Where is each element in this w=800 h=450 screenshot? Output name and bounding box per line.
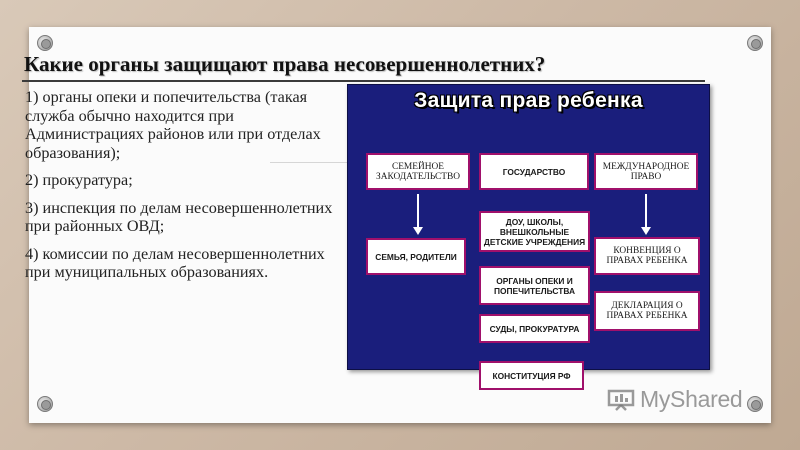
box-family-law: СЕМЕЙНОЕ ЗАКОДАТЕЛЬСТВО [366, 153, 470, 190]
screw-icon [37, 35, 53, 51]
box-convention: КОНВЕНЦИЯ О ПРАВАХ РЕБЕНКА [594, 237, 700, 275]
list-item: 2) прокуратура; [25, 171, 133, 189]
screw-icon [37, 396, 53, 412]
screw-icon [747, 35, 763, 51]
watermark-logo: MyShared [607, 386, 743, 413]
diagram-title: Защита прав ребенка [414, 89, 643, 112]
watermark-text: MyShared [640, 386, 743, 412]
list-item: 1) органы опеки и попечительства (такая … [25, 88, 321, 162]
box-guardianship: ОРГАНЫ ОПЕКИ И ПОПЕЧИТЕЛЬСТВА [479, 266, 590, 305]
box-declaration: ДЕКЛАРАЦИЯ О ПРАВАХ РЕБЕНКА [594, 291, 700, 331]
box-courts: СУДЫ, ПРОКУРАТУРА [479, 314, 590, 343]
box-family-parents: СЕМЬЯ, РОДИТЕЛИ [366, 238, 466, 275]
box-schools: ДОУ, ШКОЛЫ, ВНЕШКОЛЬНЫЕ ДЕТСКИЕ УЧРЕЖДЕН… [479, 211, 590, 252]
box-state: ГОСУДАРСТВО [479, 153, 589, 190]
presentation-board-icon [607, 389, 635, 411]
arrow-down-icon [641, 194, 651, 235]
slide-title: Какие органы защищают права несовершенно… [24, 52, 546, 76]
faint-divider [270, 162, 355, 163]
organs-list: 1) органы опеки и попечительства (такая … [25, 88, 345, 291]
arrow-down-icon [413, 194, 423, 235]
box-international-law: МЕЖДУНАРОДНОЕ ПРАВО [594, 153, 698, 190]
list-item: 4) комиссии по делам несовершеннолетних … [25, 244, 325, 282]
diagram-panel: Защита прав ребенка СЕМЕЙНОЕ ЗАКОДАТЕЛЬС… [347, 84, 710, 390]
box-constitution: КОНСТИТУЦИЯ РФ [479, 361, 584, 390]
title-divider [22, 80, 705, 82]
list-item: 3) инспекция по делам несовершеннолетних… [25, 198, 333, 236]
screw-icon [747, 396, 763, 412]
